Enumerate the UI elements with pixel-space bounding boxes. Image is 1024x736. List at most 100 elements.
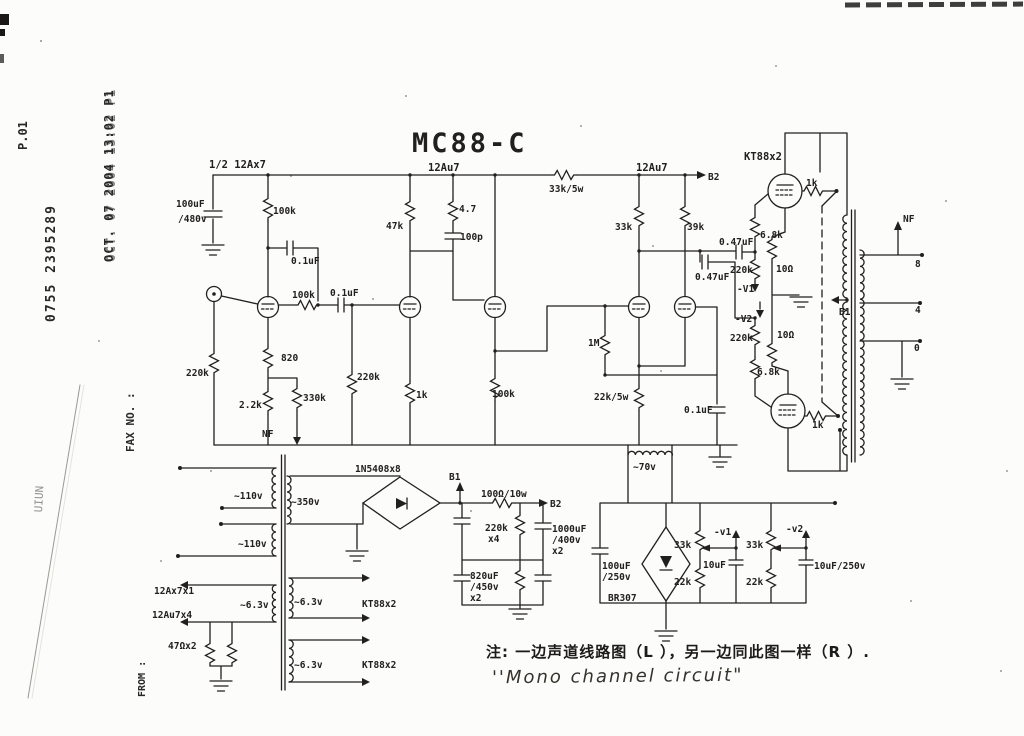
label-hv: ~350v xyxy=(291,497,320,508)
label-c-filter-1: 100uF xyxy=(176,199,205,210)
label-r-bleed-2: x4 xyxy=(488,534,500,545)
label-r-nfb: 330k xyxy=(303,393,326,404)
pt-primary-winding-1 xyxy=(271,467,277,509)
label-r-rail: 33k/5w xyxy=(549,184,584,195)
tube-splitter-b xyxy=(673,295,697,319)
label-bridge-psu: 1N5408x8 xyxy=(355,464,401,475)
label-r-grid-leak-s2: 220k xyxy=(357,372,380,383)
label-r-bleed-1: 220k xyxy=(485,523,508,534)
label-b2-main: B2 xyxy=(708,172,719,183)
label-c-b-3: x2 xyxy=(552,546,563,557)
page-fold-line xyxy=(31,384,85,699)
label-r-plate-s2: 47k xyxy=(386,221,403,232)
pt-heater-winding-right-2 xyxy=(288,639,294,683)
tube-12au7-b xyxy=(483,295,507,319)
label-nf-out: NF xyxy=(903,214,915,225)
arrowheads xyxy=(180,171,902,686)
label-r-plate-b-sp: 39k xyxy=(687,222,704,233)
tube-12ax7 xyxy=(256,295,280,319)
note-handwritten: ''Mono channel circuit" xyxy=(491,664,744,689)
label-bias-rb1: 33k xyxy=(746,540,763,551)
label-r-grid-b: 220k xyxy=(730,333,753,344)
label-r-drop: 100Ω/10w xyxy=(481,489,527,500)
bridge-rectifier-main xyxy=(361,476,442,530)
label-bias-ra2: 22k xyxy=(674,577,691,588)
label-r-cathode-s2: 1k xyxy=(416,390,428,401)
label-c-a-2: /450v xyxy=(470,582,499,593)
label-tap-0: 0 xyxy=(914,343,920,354)
label-tap-4: 4 xyxy=(915,305,921,316)
label-tube-out: KT88x2 xyxy=(744,151,782,163)
scan-mark xyxy=(0,14,9,25)
junction-dots xyxy=(176,173,924,558)
scan-speckles xyxy=(40,40,42,42)
label-r-cath-b: 10Ω xyxy=(777,330,794,341)
label-r-stop-b: 1k xyxy=(812,420,824,431)
label-prim-a: ~110v xyxy=(234,491,263,502)
label-load-a: 12Ax7x1 xyxy=(154,586,194,597)
label-kt-1: KT88x2 xyxy=(362,599,396,610)
label-c-couple-s1: 0.1uF xyxy=(330,288,359,299)
label-kt-2: KT88x2 xyxy=(362,660,396,671)
tube-kt88-lower xyxy=(770,393,806,429)
label-r-tail-sp: 22k/5w xyxy=(594,392,629,403)
label-bias-bridge: BR307 xyxy=(608,593,637,604)
tube-kt88-upper xyxy=(767,173,803,209)
pt-hv-winding xyxy=(286,475,292,525)
label-r-follower: 100k xyxy=(492,389,515,400)
label-c-couple-b: 0.47uF xyxy=(695,272,730,283)
label-bias-b: -V2 xyxy=(735,314,752,325)
label-c-bypass-sp: 0.1uF xyxy=(684,405,713,416)
label-b1-psu: B1 xyxy=(449,472,461,483)
label-bias-cin-1: 100uF xyxy=(602,561,631,572)
label-c-nf-s1: 0.1uF xyxy=(291,256,320,267)
schematic-title: MC88-C xyxy=(412,128,528,159)
pt-heater-winding-right-1 xyxy=(288,577,294,619)
label-heater-l: ~6.3v xyxy=(240,600,269,611)
note-chinese: 注: 一边声道线路图（L ），另一边同此图一样（R ）. xyxy=(486,643,870,661)
label-heater-r1: ~6.3v xyxy=(294,597,323,608)
tube-12au7-a xyxy=(398,295,422,319)
bias-winding-coil xyxy=(627,450,674,456)
label-tube-s1: 1/2 12Ax7 xyxy=(209,159,266,171)
bridge-rectifier-bias xyxy=(641,525,691,603)
scan-mark xyxy=(0,29,5,36)
label-bias-rb2: 22k xyxy=(746,577,763,588)
label-r-cath-a: 10Ω xyxy=(776,264,793,275)
label-c-b-1: 1000uF xyxy=(552,524,587,535)
label-b2-psu: B2 xyxy=(550,499,561,510)
label-prim-b: ~110v xyxy=(238,539,267,550)
label-load-b: 12Au7x4 xyxy=(152,610,192,621)
label-bias-ra1: 33k xyxy=(674,540,691,551)
scan-mark xyxy=(0,54,4,63)
label-tube-s2: 12Au7 xyxy=(428,162,460,174)
label-bias-ca: 10uF xyxy=(703,560,726,571)
pt-primary-winding-2 xyxy=(271,523,277,557)
label-bias-cb: 10uF/250v xyxy=(814,561,866,572)
label-b1-out: B1 xyxy=(839,307,851,318)
label-r-cathode-s1: 820 xyxy=(281,353,298,364)
label-bias-winding: ~70v xyxy=(633,462,656,473)
label-c-couple-a: 0.47uF xyxy=(719,237,754,248)
tube-splitter-a xyxy=(627,295,651,319)
label-bias-va: -v1 xyxy=(714,527,731,538)
pt-heater-winding-left xyxy=(271,584,277,623)
label-r-grid-sp: 1M xyxy=(588,338,600,349)
label-bias-cin-2: /250v xyxy=(602,572,631,583)
label-r-plate-a-sp: 33k xyxy=(615,222,632,233)
label-c-b-2: /400v xyxy=(552,535,581,546)
label-tap-8: 8 xyxy=(915,259,921,270)
label-c-a-3: x2 xyxy=(470,593,481,604)
opt-primary-lower-coil xyxy=(842,301,848,456)
label-nf-s1: NF xyxy=(262,429,274,440)
label-r-stop-a: 1k xyxy=(806,178,818,189)
transformer-coils xyxy=(271,214,865,683)
label-r-grid-series: 100k xyxy=(292,290,315,301)
ground-symbols xyxy=(201,244,914,692)
wires xyxy=(177,132,923,691)
label-r-grid-in: 220k xyxy=(186,368,209,379)
label-r-ct: 47Ωx2 xyxy=(168,641,197,652)
label-r-screen-a: 6.8k xyxy=(760,230,783,241)
label-bias-vb: -v2 xyxy=(786,524,803,535)
